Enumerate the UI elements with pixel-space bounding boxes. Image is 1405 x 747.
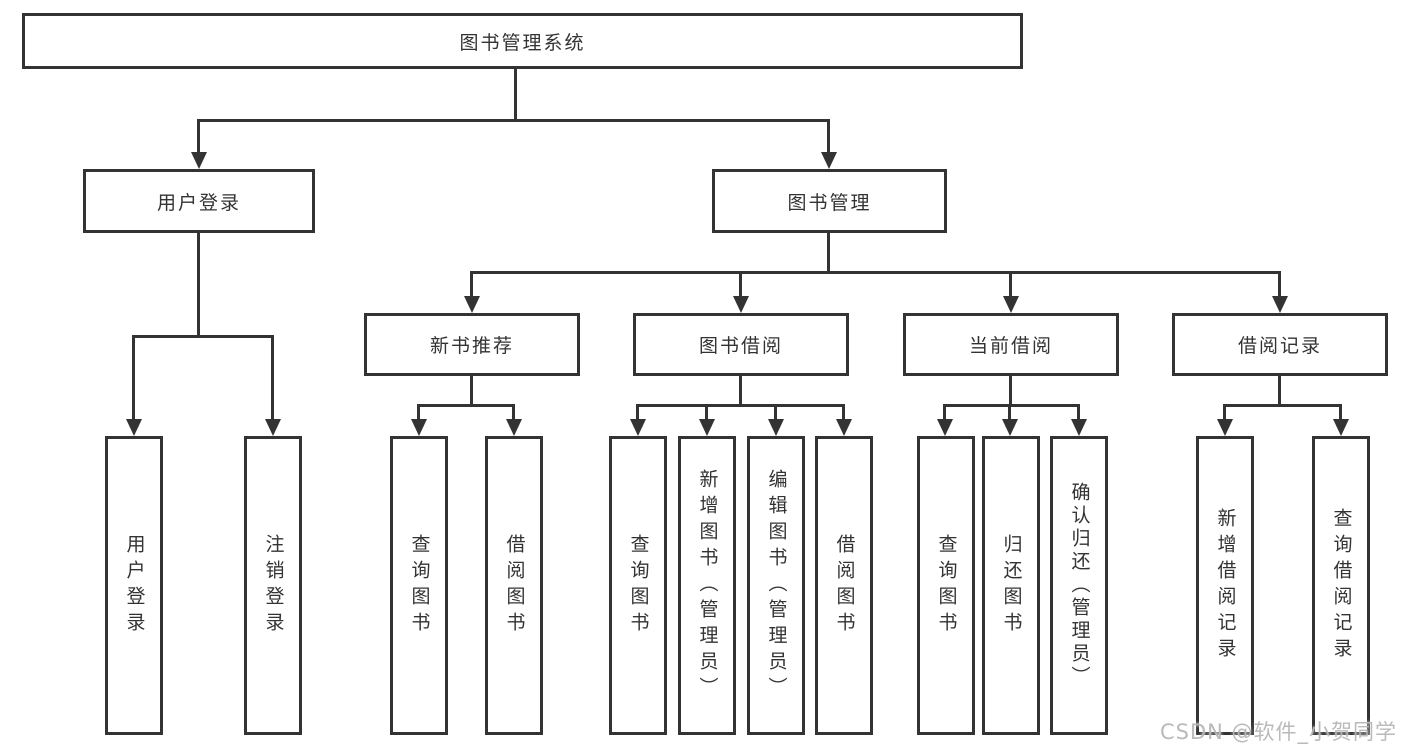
connector-line (417, 404, 515, 407)
leaf-query-books-3: 查询图书 (917, 436, 975, 735)
node-label: 图书管理 (787, 191, 872, 214)
connector-line (1278, 375, 1281, 407)
node-current-borrowing: 当前借阅 (903, 313, 1119, 376)
leaf-borrow-books-1: 借阅图书 (485, 436, 543, 735)
arrow-down-icon (411, 419, 427, 436)
csdn-watermark: CSDN @软件_小贺同学 (1160, 720, 1398, 744)
arrow-down-icon (699, 419, 715, 436)
node-book-borrowing: 图书借阅 (633, 313, 849, 376)
node-label: 图书借阅 (698, 335, 783, 357)
arrow-down-icon (1071, 419, 1087, 436)
leaf-query-books-1: 查询图书 (390, 436, 448, 735)
arrow-down-icon (1272, 296, 1288, 313)
connector-line (1223, 404, 1226, 422)
connector-line (197, 119, 200, 155)
node-label: 确认归还（管理员） (1068, 482, 1091, 689)
arrow-down-icon (630, 419, 646, 436)
leaf-add-borrow-record: 新增借阅记录 (1196, 436, 1254, 735)
connector-line (1278, 271, 1281, 299)
node-book-management-branch: 图书管理 (712, 169, 947, 233)
node-new-book-recommend: 新书推荐 (364, 313, 580, 376)
leaf-logout: 注销登录 (244, 436, 302, 735)
node-label: 当前借阅 (968, 335, 1053, 357)
connector-line (1339, 404, 1342, 422)
arrow-down-icon (464, 296, 480, 313)
connector-line (827, 233, 830, 273)
arrow-down-icon (821, 152, 837, 169)
connector-line (739, 375, 742, 407)
leaf-query-books-2: 查询图书 (609, 436, 667, 735)
node-label: 借阅图书 (503, 533, 526, 638)
leaf-return-books: 归还图书 (982, 436, 1040, 735)
node-label: 查询借阅记录 (1330, 507, 1353, 664)
arrow-down-icon (265, 419, 281, 436)
connector-line (636, 404, 639, 422)
node-label: 编辑图书（管理员） (765, 468, 788, 703)
arrow-down-icon (768, 419, 784, 436)
arrow-down-icon (126, 419, 142, 436)
connector-line (417, 404, 420, 422)
connector-line (197, 233, 200, 337)
connector-line (943, 404, 1080, 407)
node-label: 借阅记录 (1237, 335, 1322, 357)
leaf-user-login: 用户登录 (105, 436, 163, 735)
node-label: 查询图书 (627, 533, 650, 638)
connector-line (512, 404, 515, 422)
node-label: 查询图书 (408, 533, 431, 638)
connector-line (132, 335, 135, 421)
connector-line (470, 271, 1281, 274)
leaf-query-borrow-record: 查询借阅记录 (1312, 436, 1370, 735)
node-root: 图书管理系统 (22, 13, 1023, 69)
arrow-down-icon (1002, 419, 1018, 436)
connector-line (514, 68, 517, 121)
arrow-down-icon (836, 419, 852, 436)
connector-line (470, 271, 473, 299)
connector-line (197, 119, 830, 122)
arrow-down-icon (1333, 419, 1349, 436)
connector-line (636, 404, 845, 407)
leaf-add-books-admin: 新增图书（管理员） (678, 436, 736, 735)
node-label: 用户登录 (123, 533, 146, 638)
node-label: 查询图书 (935, 533, 958, 638)
node-label: 借阅图书 (833, 533, 856, 638)
connector-line (1008, 404, 1011, 422)
connector-line (827, 119, 830, 155)
node-label: 图书管理系统 (459, 31, 586, 54)
arrow-down-icon (1217, 419, 1233, 436)
node-label: 归还图书 (1000, 533, 1023, 638)
leaf-confirm-return-admin: 确认归还（管理员） (1050, 436, 1108, 735)
node-label: 新增借阅记录 (1214, 507, 1237, 664)
arrow-down-icon (937, 419, 953, 436)
node-label: 注销登录 (262, 533, 285, 638)
connector-line (774, 404, 777, 422)
connector-line (1009, 375, 1012, 407)
arrow-down-icon (506, 419, 522, 436)
connector-line (842, 404, 845, 422)
connector-line (739, 271, 742, 299)
arrow-down-icon (733, 296, 749, 313)
arrow-down-icon (191, 152, 207, 169)
connector-line (943, 404, 946, 422)
connector-line (271, 335, 274, 421)
connector-line (705, 404, 708, 422)
connector-line (470, 375, 473, 407)
connector-line (1077, 404, 1080, 422)
node-label: 用户登录 (156, 191, 241, 214)
connector-line (1223, 404, 1342, 407)
leaf-edit-books-admin: 编辑图书（管理员） (747, 436, 805, 735)
connector-line (132, 335, 274, 338)
node-label: 新增图书（管理员） (696, 468, 719, 703)
node-user-login-branch: 用户登录 (83, 169, 315, 233)
node-label: 新书推荐 (429, 335, 514, 357)
connector-line (1009, 271, 1012, 299)
arrow-down-icon (1003, 296, 1019, 313)
node-borrowing-records: 借阅记录 (1172, 313, 1388, 376)
leaf-borrow-books-2: 借阅图书 (815, 436, 873, 735)
